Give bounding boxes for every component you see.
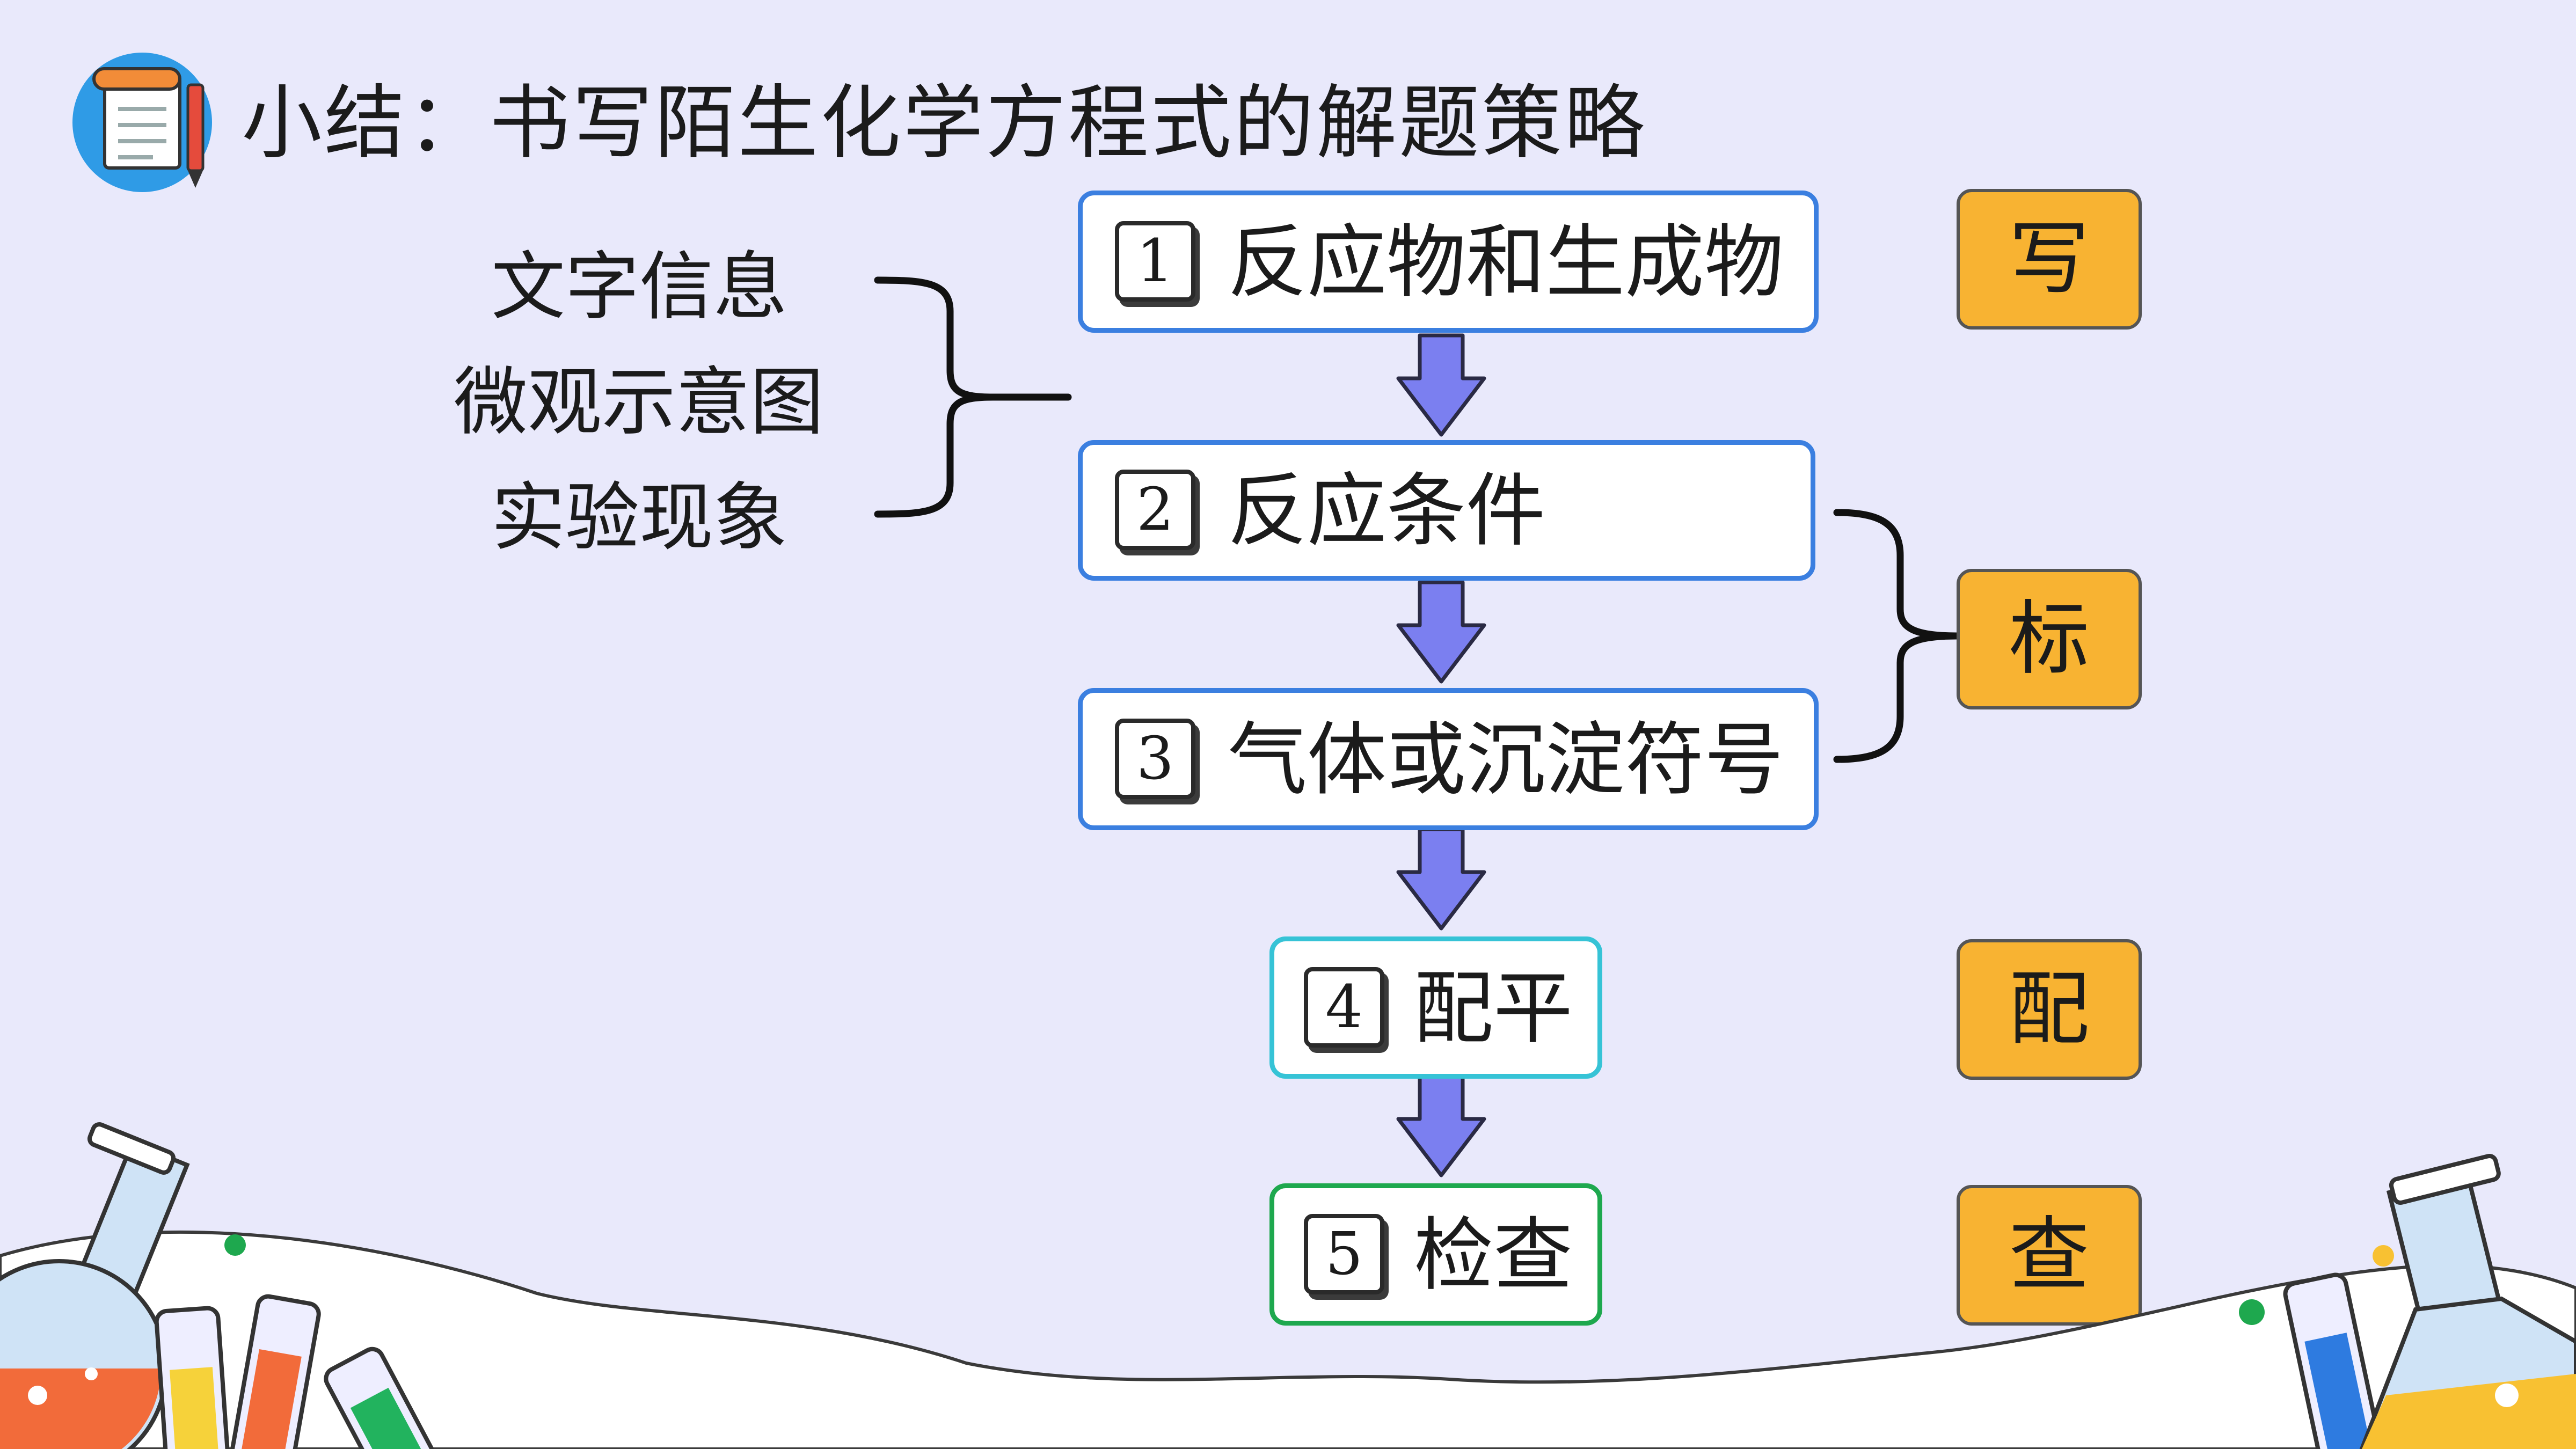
tag-balance: 配 [1957, 939, 2142, 1080]
step-5-box: 5 检查 [1269, 1183, 1602, 1326]
step-4-number: 4 [1304, 967, 1384, 1048]
step-1-label: 反应物和生成物 [1228, 216, 1784, 309]
tag-write: 写 [1957, 189, 2142, 330]
tag-mark: 标 [1957, 569, 2142, 709]
step-4-label: 配平 [1414, 962, 1573, 1055]
right-brace [1833, 509, 1960, 763]
step-4-box: 4 配平 [1269, 936, 1602, 1079]
test-tube-icon [154, 1294, 441, 1449]
info-source-micro-diagram: 微观示意图 [454, 359, 824, 445]
page-title: 小结：书写陌生化学方程式的解题策略 [242, 77, 1647, 170]
step-5-number: 5 [1304, 1214, 1384, 1294]
bottom-decoration [0, 1122, 2576, 1449]
step-3-box: 3 气体或沉淀符号 [1078, 688, 1819, 830]
notepad-icon [72, 53, 212, 192]
flask-icon [0, 1122, 190, 1449]
flow-arrows [1396, 333, 1486, 1177]
info-source-text: 文字信息 [491, 244, 788, 330]
step-1-box: 1 反应物和生成物 [1078, 191, 1819, 333]
tag-check: 查 [1957, 1185, 2142, 1326]
step-2-number: 2 [1115, 470, 1195, 550]
info-source-experiment: 实验现象 [491, 474, 788, 561]
step-3-number: 3 [1115, 719, 1195, 799]
left-brace [874, 276, 1072, 518]
pen-icon [186, 83, 205, 188]
step-2-box: 2 反应条件 [1078, 440, 1815, 581]
step-3-label: 气体或沉淀符号 [1228, 714, 1784, 806]
step-2-label: 反应条件 [1228, 465, 1545, 557]
beaker-icon [2283, 1154, 2576, 1449]
step-5-label: 检查 [1414, 1209, 1573, 1301]
step-1-number: 1 [1115, 221, 1195, 302]
